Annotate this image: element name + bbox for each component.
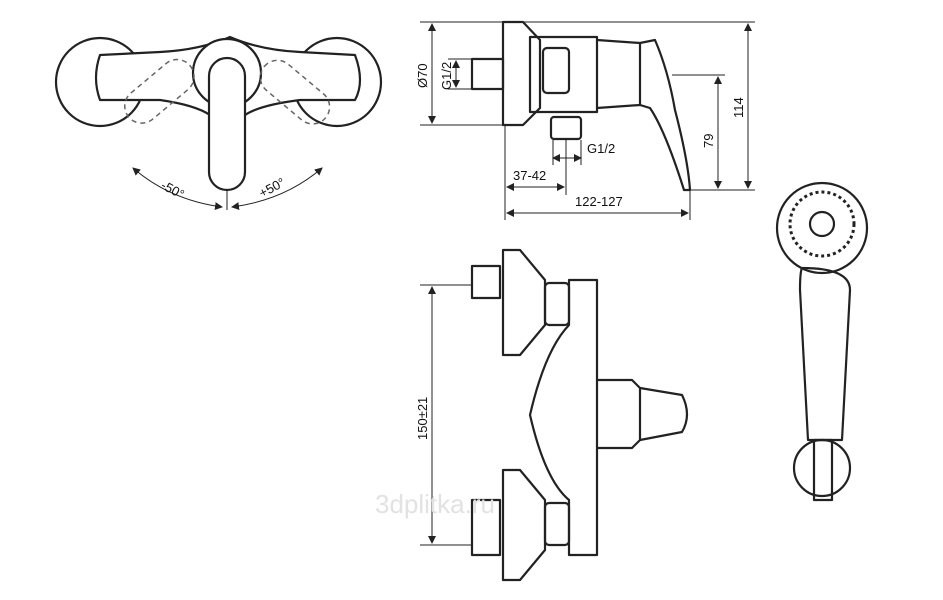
inlet-spacing-label: 150±21 <box>415 397 430 440</box>
projection-label: 122-127 <box>575 194 623 209</box>
lever-right-position <box>259 59 331 125</box>
outlet-thread-label: G1/2 <box>587 141 615 156</box>
side-cartridge <box>596 38 642 110</box>
front-lever <box>639 386 689 442</box>
angle-left-label: -50° <box>159 177 187 202</box>
side-lever <box>639 38 692 192</box>
hand-shower <box>775 181 869 502</box>
shower-head <box>775 181 869 275</box>
shower-handle <box>798 266 852 442</box>
lever-left-position <box>124 58 195 124</box>
front-bottom-nut <box>543 501 571 547</box>
outlet-offset-label: 37-42 <box>513 168 546 183</box>
angle-right-label: +50° <box>256 175 287 201</box>
front-bottom-inlet <box>470 498 502 557</box>
shower-nozzles <box>788 190 856 258</box>
lever-handle <box>207 56 247 192</box>
front-body <box>528 278 599 557</box>
top-view: -50° +50° <box>54 35 383 211</box>
side-body <box>528 35 599 114</box>
lever-height-label: 79 <box>701 134 716 148</box>
shower-center <box>808 210 836 238</box>
angle-arc-left <box>132 167 223 211</box>
total-height-label: 114 <box>731 97 746 118</box>
holder-bracket <box>812 438 834 502</box>
front-top-inlet <box>470 264 502 300</box>
side-inlet-pipe <box>470 57 505 91</box>
angle-arc-right <box>231 167 323 211</box>
front-top-flange <box>501 248 547 357</box>
side-outlet <box>549 115 583 141</box>
inlet-thread-label: G1/2 <box>439 62 454 90</box>
front-bottom-flange <box>501 468 547 582</box>
side-view: Ø70 G1/2 G1/2 37-42 122-127 79 114 <box>415 20 755 220</box>
front-view: 150±21 <box>415 248 689 582</box>
front-top-nut <box>543 281 571 327</box>
flange-diameter-label: Ø70 <box>415 63 430 88</box>
watermark: 3dplitka.ru <box>375 489 495 519</box>
side-hex-nut <box>541 46 571 95</box>
shower-holder <box>792 438 852 498</box>
front-cartridge <box>597 378 642 450</box>
